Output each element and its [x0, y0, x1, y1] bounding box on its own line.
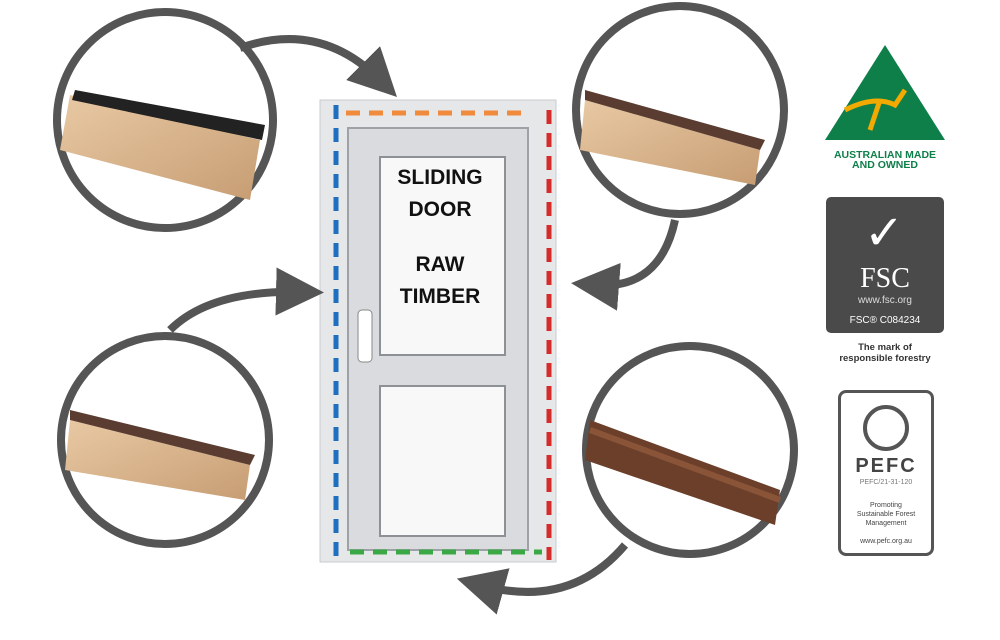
fsc-code: FSC® C084234: [849, 315, 921, 326]
seal-detail-top-right: [572, 2, 788, 218]
pefc-line2: Sustainable Forest: [856, 511, 916, 518]
title-line2: DOOR: [408, 198, 472, 221]
arrow-left: [167, 267, 324, 333]
fsc-tagline2: responsible forestry: [839, 353, 931, 364]
pefc-url: www.pefc.org.au: [860, 538, 912, 545]
australian-line1: AUSTRALIAN MADE: [834, 149, 936, 161]
seal-detail-bottom-right: [582, 342, 798, 558]
pefc-line1: Promoting: [870, 502, 902, 509]
fsc-name: FSC: [860, 263, 910, 294]
fsc-tagline: The mark of responsible forestry: [816, 342, 954, 364]
seal-detail-top-left: [53, 8, 277, 232]
australian-line2: AND OWNED: [852, 159, 918, 171]
australian-made-logo: AUSTRALIAN MADE AND OWNED: [825, 45, 945, 171]
arrow-right: [571, 219, 679, 311]
fsc-tree-icon: ✓: [864, 207, 905, 260]
pefc-logo: PEFC PEFC/21-31-120 Promoting Sustainabl…: [838, 390, 934, 556]
pefc-line3: Management: [865, 520, 907, 527]
pefc-name: PEFC: [855, 455, 917, 477]
pefc-code: PEFC/21-31-120: [859, 479, 913, 486]
door-title: SLIDING DOOR: [375, 165, 505, 223]
fsc-tagline1: The mark of: [858, 342, 912, 353]
door-subtitle: RAW TIMBER: [375, 252, 505, 310]
fsc-logo: ✓ FSC www.fsc.org FSC® C084234: [826, 197, 944, 333]
door-window: [379, 156, 506, 356]
pefc-promo: Promoting Sustainable Forest Management: [841, 501, 931, 528]
door-panel: [379, 385, 506, 537]
pefc-trees-icon: [863, 405, 909, 451]
sub-line2: TIMBER: [399, 285, 481, 308]
title-line1: SLIDING: [397, 166, 483, 189]
seal-detail-bottom-left: [57, 332, 273, 548]
arrow-bottom: [456, 542, 629, 615]
arrow-top: [238, 35, 397, 97]
door-handle: [357, 309, 373, 363]
door: [319, 99, 557, 563]
sub-line1: RAW: [415, 253, 465, 276]
fsc-url: www.fsc.org: [858, 295, 912, 306]
